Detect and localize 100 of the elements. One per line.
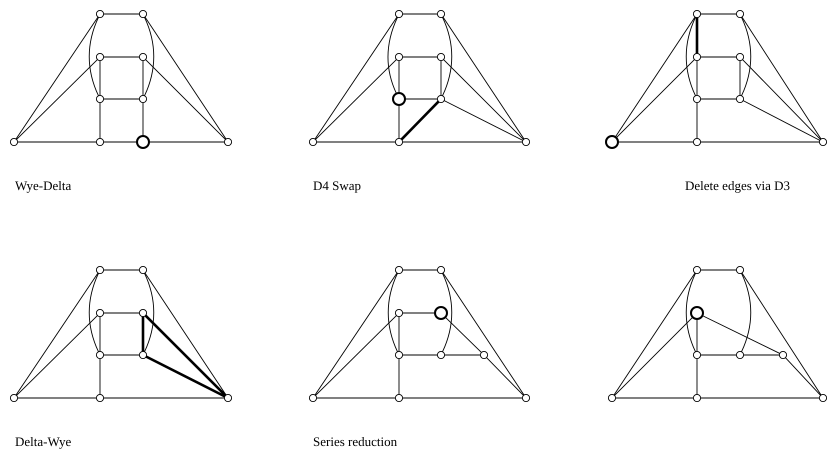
graph-edge (103, 354, 140, 356)
vertex-circle (394, 266, 404, 274)
highlighted-edge (146, 355, 226, 398)
curved-edge (442, 272, 452, 352)
curved-edge (144, 272, 154, 352)
vertex-circle (522, 138, 530, 146)
graph-edge (696, 358, 698, 395)
vertex-circle (96, 308, 104, 318)
curved-edge (741, 16, 752, 96)
vertex-circle (736, 94, 744, 104)
vertex-circle (138, 10, 148, 18)
graph-edge (614, 16, 696, 138)
graph-edge (145, 59, 226, 140)
vertex-circle (692, 10, 702, 18)
caption-text: Wye-Delta (15, 178, 72, 194)
graph-edge (700, 56, 737, 58)
vertex-circle (308, 394, 318, 402)
vertex-circle (224, 138, 232, 146)
vertex-circle (96, 394, 104, 402)
graph-edge (404, 98, 438, 100)
vertex-circle (10, 394, 18, 402)
graph-edge (314, 16, 398, 140)
graph-edge (614, 272, 696, 396)
graph-edge (398, 60, 400, 94)
graph-edge (700, 354, 737, 356)
curved-edge (686, 16, 696, 96)
graph-edge (742, 272, 822, 396)
graph-edge (444, 354, 481, 356)
caption-text: D4 Swap (313, 178, 362, 194)
highlighted-edge (144, 314, 226, 396)
graph-edge (742, 16, 822, 140)
vertex-circle (692, 266, 702, 274)
graph-edge (442, 16, 524, 140)
graph-edge (16, 315, 98, 396)
vertex-circle (394, 138, 404, 146)
vertex-circle (480, 350, 488, 360)
curved-edge (442, 16, 452, 96)
vertex-circle (778, 350, 788, 360)
graph-edge (103, 98, 140, 100)
vertex-circle (436, 10, 446, 18)
caption-text: Delta-Wye (15, 434, 72, 450)
vertex-circle (308, 138, 318, 146)
curved-edge (88, 272, 99, 352)
graph-edge (16, 59, 98, 140)
highlighted-vertex (392, 92, 406, 106)
graph-edge (700, 98, 737, 100)
vertex-circle (436, 350, 446, 360)
vertex-circle (818, 394, 828, 402)
graph-edge (442, 272, 524, 396)
highlighted-edge (696, 18, 698, 54)
graph-edge (16, 16, 98, 140)
vertex-circle (394, 308, 404, 318)
vertex-circle (394, 350, 404, 360)
vertex-circle (608, 394, 616, 402)
curved-edge (741, 272, 752, 352)
vertex-circle (96, 266, 104, 274)
vertex-circle (138, 94, 148, 104)
caption-text: Delete edges via D3 (685, 178, 790, 194)
vertex-circle (394, 52, 404, 62)
graph-edge (142, 102, 144, 136)
curved-edge (144, 16, 154, 96)
vertex-circle (436, 52, 446, 62)
highlighted-vertex (605, 135, 619, 149)
vertex-circle (818, 138, 828, 146)
curved-edge (388, 16, 398, 94)
graph-edge (144, 16, 226, 140)
graph-edge (440, 60, 442, 96)
graph-edge (616, 59, 695, 138)
graph-edge (402, 56, 438, 58)
graph-edge (398, 316, 400, 352)
vertex-circle (692, 94, 702, 104)
vertex-circle (96, 10, 104, 18)
vertex-circle (96, 94, 104, 104)
highlighted-edge (400, 100, 440, 140)
graph-edge (315, 315, 397, 396)
highlighted-edge (142, 316, 144, 352)
graph-edge (314, 272, 398, 396)
vertex-circle (736, 266, 744, 274)
vertex-circle (692, 138, 702, 146)
graph-edge (315, 59, 397, 140)
graph-edge (742, 100, 820, 141)
graph-edge (702, 315, 780, 354)
curved-edge (686, 272, 696, 352)
vertex-circle (736, 52, 744, 62)
vertex-circle (394, 394, 404, 402)
vertex-circle (138, 308, 148, 318)
graph-edge (443, 59, 524, 140)
curved-edge (88, 16, 99, 96)
graph-edge (103, 56, 140, 58)
vertex-circle (224, 394, 232, 402)
highlighted-vertex (136, 135, 150, 149)
vertex-circle (736, 10, 744, 18)
vertex-circle (522, 394, 530, 402)
graph-edge (398, 104, 400, 139)
graph-edge (402, 354, 438, 356)
vertex-circle (692, 350, 702, 360)
graph-edge (785, 357, 821, 396)
vertex-circle (394, 10, 404, 18)
vertex-circle (96, 138, 104, 146)
graph-edge (696, 102, 698, 139)
